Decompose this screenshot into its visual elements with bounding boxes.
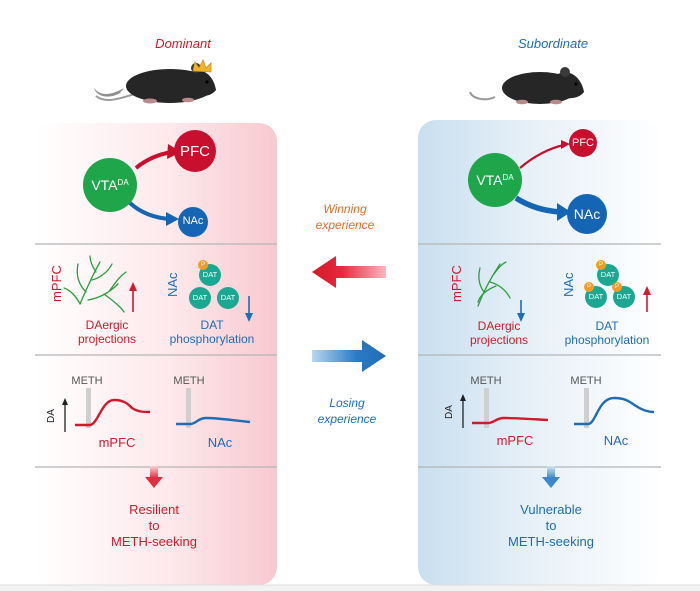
dominant-dat-label: DAT xyxy=(192,293,208,302)
subordinate-mpfc-trace xyxy=(472,416,549,425)
dominant-meth-bar xyxy=(186,388,191,428)
subordinate-nac-label: NAc xyxy=(573,206,601,222)
subordinate-dat-label: DAT xyxy=(588,292,604,301)
subordinate-pfc-label: PFC xyxy=(572,137,594,149)
dominant-dat-phos-label-2: phosphorylation xyxy=(169,332,255,346)
dominant-da-label: DA xyxy=(46,409,57,423)
dominant-nac-label: NAc xyxy=(182,215,204,227)
subordinate-dat-phos-label-2: phosphorylation xyxy=(564,333,650,347)
subordinate-projections-icon xyxy=(477,261,511,307)
dominant-projection-label-1: DAergic xyxy=(85,318,129,332)
subordinate-trace-2-label: NAc xyxy=(603,433,629,448)
dominant-pfc-node xyxy=(174,130,216,172)
subordinate-dat-phos-label-1: DAT xyxy=(595,319,619,333)
losing-label-2: experience xyxy=(317,412,377,426)
dominant-dat-molecule xyxy=(189,287,211,309)
dominant-outcome-2: to xyxy=(148,518,160,533)
subordinate-outcome-3: METH-seeking xyxy=(508,534,594,549)
subordinate-vta-label: VTADA xyxy=(476,172,514,188)
subordinate-vta-pfc-arrow xyxy=(519,143,565,169)
dominant-nac-node xyxy=(178,207,208,237)
subordinate-outcome-1: Vulnerable xyxy=(520,502,582,517)
subordinate-projection-label-1: DAergic xyxy=(477,319,521,333)
dominant-dat-molecule xyxy=(217,287,239,309)
dominant-pfc-label: PFC xyxy=(180,143,210,160)
dominant-vta-label: VTADA xyxy=(91,177,129,193)
subordinate-phospho-label: P xyxy=(586,284,592,290)
subordinate-meth-bar xyxy=(584,388,589,428)
dominant-nac-vertical-label: NAc xyxy=(165,272,180,297)
subordinate-meth-label-2: METH xyxy=(570,375,602,387)
dominant-meth-label-2: METH xyxy=(173,375,205,387)
dominant-projections-icon xyxy=(63,255,127,313)
dominant-mouse-icon xyxy=(94,59,216,104)
subordinate-pfc-node xyxy=(569,129,597,157)
subordinate-phospho-mark xyxy=(584,282,594,292)
subordinate-phospho-mark xyxy=(612,282,622,292)
subordinate-nac-trace xyxy=(574,396,655,426)
subordinate-vta-nac-arrow xyxy=(514,195,561,215)
dominant-title: Dominant xyxy=(155,36,211,51)
subordinate-dat-up-arrow xyxy=(643,286,651,312)
subordinate-da-label: DA xyxy=(444,405,455,419)
subordinate-phospho-label: P xyxy=(614,284,620,290)
dominant-projection-label-2: projections xyxy=(77,332,137,346)
winning-label-2: experience xyxy=(315,218,375,232)
dominant-projection-up-arrow xyxy=(129,282,137,312)
subordinate-outcome-arrow xyxy=(542,466,560,488)
subordinate-nac-vertical-label: NAc xyxy=(561,272,576,297)
subordinate-outcome-2: to xyxy=(545,518,557,533)
dominant-trace-1-label: mPFC xyxy=(98,435,136,450)
dominant-trace-2-label: NAc xyxy=(207,435,233,450)
subordinate-vta-node xyxy=(468,153,522,207)
dominant-mpfc-vertical-label: mPFC xyxy=(49,265,64,302)
dominant-outcome-1: Resilient xyxy=(129,502,179,517)
subordinate-meth-bar xyxy=(484,388,489,428)
dominant-outcome-arrow xyxy=(145,466,163,488)
subordinate-mpfc-vertical-label: mPFC xyxy=(449,265,464,302)
dominant-dat-label: DAT xyxy=(220,293,236,302)
subordinate-projection-down-arrow xyxy=(517,300,525,322)
losing-label-1: Losing xyxy=(329,396,365,410)
dominant-nac-trace xyxy=(176,416,251,426)
subordinate-phospho-mark xyxy=(596,260,606,270)
subordinate-dat-label: DAT xyxy=(600,270,616,279)
dominant-outcome-3: METH-seeking xyxy=(111,534,197,549)
dominant-mpfc-trace xyxy=(75,398,151,427)
dominant-vta-node xyxy=(83,158,137,212)
subordinate-mouse-icon xyxy=(469,67,584,105)
winning-label-1: Winning xyxy=(323,202,367,216)
dominant-dat-phos-label-1: DAT xyxy=(200,318,224,332)
winning-arrow xyxy=(312,256,386,288)
dominant-phospho-mark xyxy=(198,260,208,270)
subordinate-nac-node xyxy=(567,194,607,234)
dominant-meth-bar xyxy=(86,388,91,428)
subordinate-phospho-label: P xyxy=(598,262,604,268)
subordinate-dat-label: DAT xyxy=(616,292,632,301)
subordinate-title: Subordinate xyxy=(517,36,589,51)
dominant-dat-down-arrow xyxy=(245,296,253,322)
subordinate-panel xyxy=(418,120,661,585)
losing-arrow xyxy=(312,340,386,372)
subordinate-projection-label-2: projections xyxy=(469,333,529,347)
dominant-panel xyxy=(35,123,277,585)
dominant-dat-label: DAT xyxy=(202,270,218,279)
subordinate-trace-1-label: mPFC xyxy=(496,433,534,448)
bottom-strip xyxy=(0,585,700,591)
subordinate-meth-label-1: METH xyxy=(470,375,502,387)
dominant-meth-label-1: METH xyxy=(71,375,103,387)
dominant-phospho-label: P xyxy=(200,262,206,268)
